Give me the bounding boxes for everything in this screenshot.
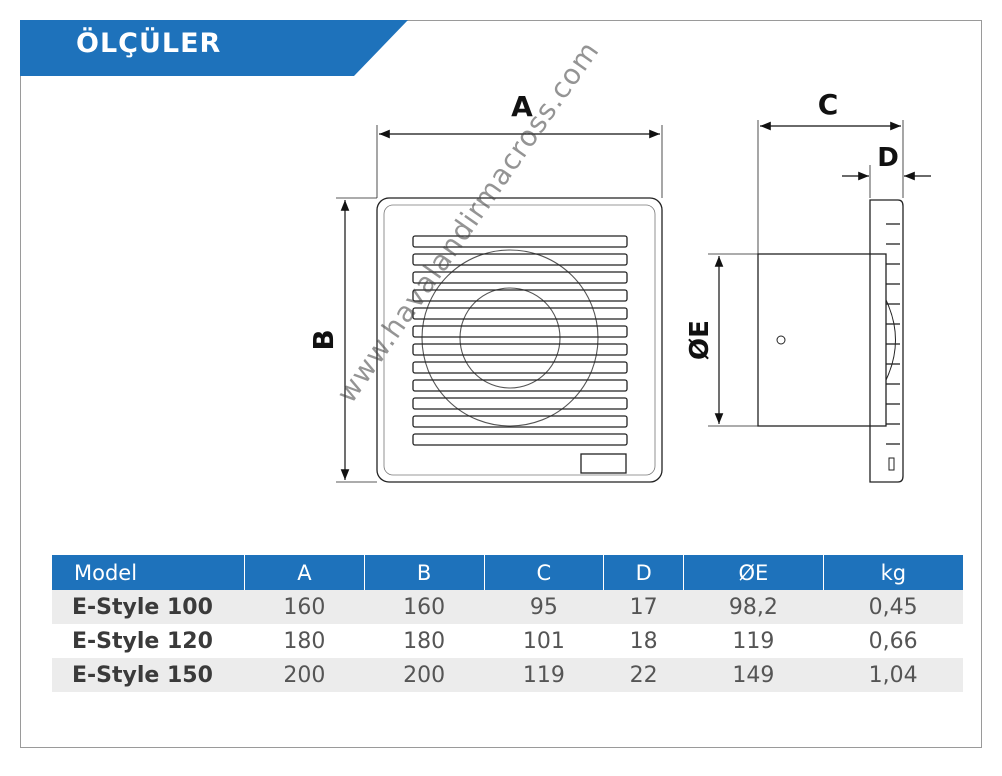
cell-c: 95	[484, 590, 604, 624]
column-header-model: Model	[52, 555, 245, 590]
cell-d: 18	[629, 628, 658, 654]
column-header-a: A	[244, 555, 365, 590]
cell-kg: 0,45	[823, 590, 963, 624]
dimension-drawing: A B C D ØE	[307, 88, 931, 483]
cell-b: 200	[364, 658, 484, 692]
page-frame	[20, 20, 982, 748]
column-header-c: C	[483, 555, 604, 590]
cell-d: 22	[603, 658, 684, 692]
cell-model: E-Style 150	[52, 658, 245, 692]
front-view	[336, 125, 663, 483]
cell-kg: 0,66	[868, 628, 918, 654]
cell-e: 98,2	[683, 590, 824, 624]
cell-c: 101	[522, 628, 565, 654]
cell-a: 180	[283, 628, 326, 654]
column-header-d: D	[603, 555, 684, 590]
cell-b: 160	[364, 590, 484, 624]
header-banner	[20, 20, 408, 76]
cell-model: E-Style 120	[72, 628, 213, 654]
dimension-label-b: B	[307, 329, 340, 350]
cell-b: 180	[403, 628, 446, 654]
cell-kg: 1,04	[823, 658, 963, 692]
cell-a: 200	[244, 658, 365, 692]
dimension-label-d: D	[877, 143, 899, 173]
side-view	[708, 120, 904, 483]
cell-model: E-Style 100	[52, 590, 245, 624]
page-title: ÖLÇÜLER	[76, 28, 222, 59]
dimension-label-e: ØE	[685, 320, 715, 360]
cell-a: 160	[244, 590, 365, 624]
cell-c: 119	[484, 658, 604, 692]
column-header-e: ØE	[683, 555, 824, 590]
cell-d: 17	[603, 590, 684, 624]
column-header-b: B	[363, 555, 484, 590]
dimension-label-c: C	[818, 88, 839, 121]
dimension-label-a: A	[511, 90, 533, 123]
dimensions-table: Model A B C D ØE kg E-Style 100 160 160 …	[52, 555, 963, 692]
table-row: E-Style 120 180 180 101 18 119 0,66	[52, 624, 963, 658]
cell-e: 119	[732, 628, 775, 654]
table-header-row: Model A B C D ØE kg	[52, 555, 963, 590]
table-row: E-Style 150 200 200 119 22 149 1,04	[52, 658, 963, 692]
cell-e: 149	[683, 658, 824, 692]
table-row: E-Style 100 160 160 95 17 98,2 0,45	[52, 590, 963, 624]
column-header-kg: kg	[822, 555, 963, 590]
